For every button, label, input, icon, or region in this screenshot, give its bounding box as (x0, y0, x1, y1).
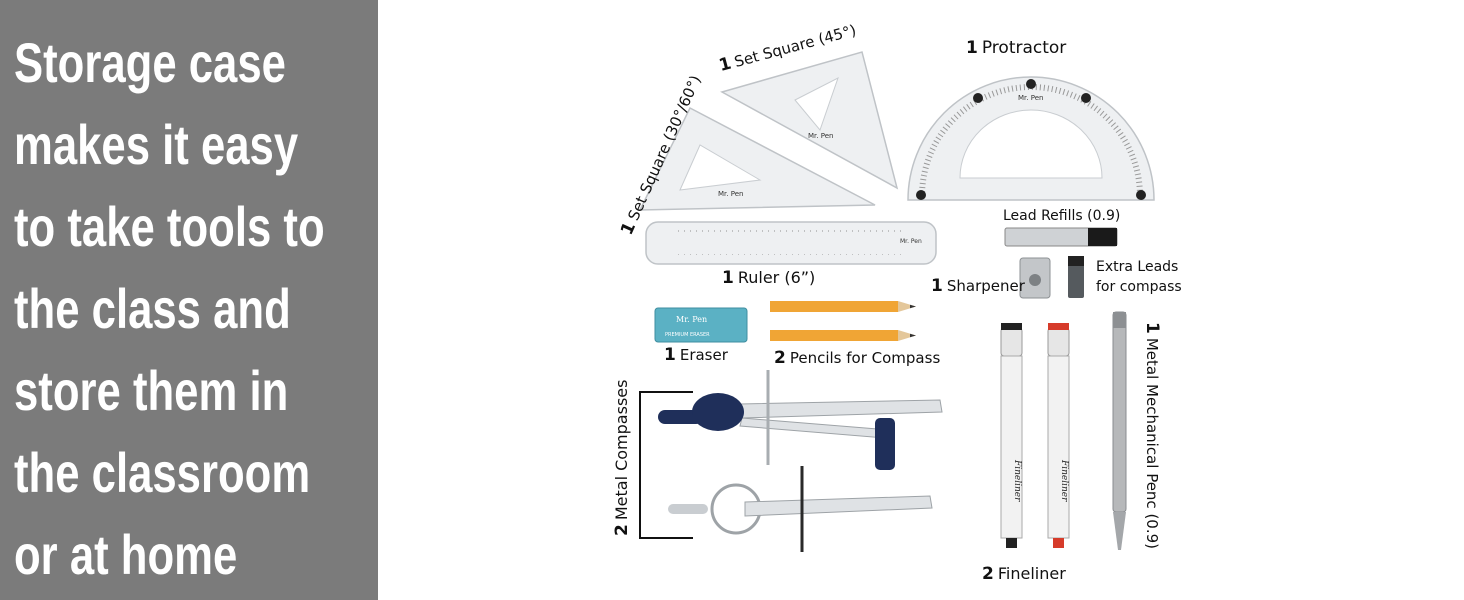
mechanical-pencil-icon (1112, 311, 1127, 550)
name: Ruler (6”) (737, 268, 816, 287)
caption-line: or at home (14, 523, 238, 586)
fineliner-icon: Fineliner (1000, 323, 1023, 548)
qty: 1 (966, 38, 978, 58)
fineliner-label: Fineliner (1059, 459, 1069, 502)
set-square-3060-icon: Mr. Pen (638, 106, 876, 211)
eraser-icon: Mr. Pen PREMIUM ERASER (654, 307, 748, 343)
protractor-icon: Mr. Pen (907, 76, 1155, 201)
logo-text: Mr. Pen (900, 238, 922, 245)
logo-text: Mr. Pen (1018, 94, 1043, 102)
caption-line: store them in (14, 359, 289, 422)
sidebar-caption: Storage case makes it easy to take tools… (14, 22, 325, 596)
name: Fineliner (997, 564, 1066, 583)
qty: 2 (774, 348, 786, 368)
compasses-bracket (639, 391, 693, 539)
sharpener-icon (1019, 257, 1051, 299)
name: Protractor (981, 38, 1067, 58)
line: for compass (1096, 279, 1182, 295)
qty: 1 (931, 276, 943, 296)
pencil-icon (770, 301, 916, 312)
extra-leads-icon (1068, 256, 1084, 298)
compass-icon (658, 370, 943, 470)
pencil-icon (770, 330, 916, 341)
name: Metal Compasses (612, 379, 631, 521)
sidebar-panel: Storage case makes it easy to take tools… (0, 0, 378, 600)
name: Metal Mechanical Penc (0.9) (1143, 337, 1161, 550)
logo-text: Mr. Pen (808, 132, 833, 140)
logo-text: Mr. Pen (676, 315, 707, 324)
compasses-label: 2 Metal Compasses (612, 380, 632, 536)
caption-line: the class and (14, 277, 291, 340)
caption-line: to take tools to (14, 195, 325, 258)
qty: 1 (1142, 322, 1162, 334)
name: Pencils for Compass (789, 349, 941, 367)
lead-refills-icon (1004, 227, 1118, 247)
name: Sharpener (946, 277, 1025, 295)
eraser-sub-text: PREMIUM ERASER (665, 332, 710, 338)
logo-text: Mr. Pen (718, 190, 743, 198)
name: Eraser (679, 346, 728, 364)
caption-line: the classroom (14, 441, 311, 504)
compass-icon (668, 466, 933, 552)
fineliner-label: Fineliner (1012, 459, 1022, 502)
qty: 2 (612, 524, 632, 536)
caption-line: makes it easy (14, 113, 299, 176)
line: Extra Leads (1096, 259, 1179, 275)
caption-line: Storage case (14, 31, 286, 94)
set-square-45-icon: Mr. Pen (720, 51, 899, 190)
lead-refills-label: Lead Refills (0.9) (1003, 208, 1120, 224)
qty: 2 (982, 564, 994, 584)
name: Lead Refills (0.9) (1003, 208, 1121, 224)
mechanical-pencil-label: 1Metal Mechanical Penc (0.9) (1142, 322, 1162, 549)
extra-leads-label: Extra Leads for compass (1096, 257, 1182, 297)
qty: 1 (722, 268, 734, 288)
fineliner-icon: Fineliner (1047, 323, 1070, 548)
qty: 1 (664, 345, 676, 365)
ruler-icon: Mr. Pen (645, 221, 937, 265)
